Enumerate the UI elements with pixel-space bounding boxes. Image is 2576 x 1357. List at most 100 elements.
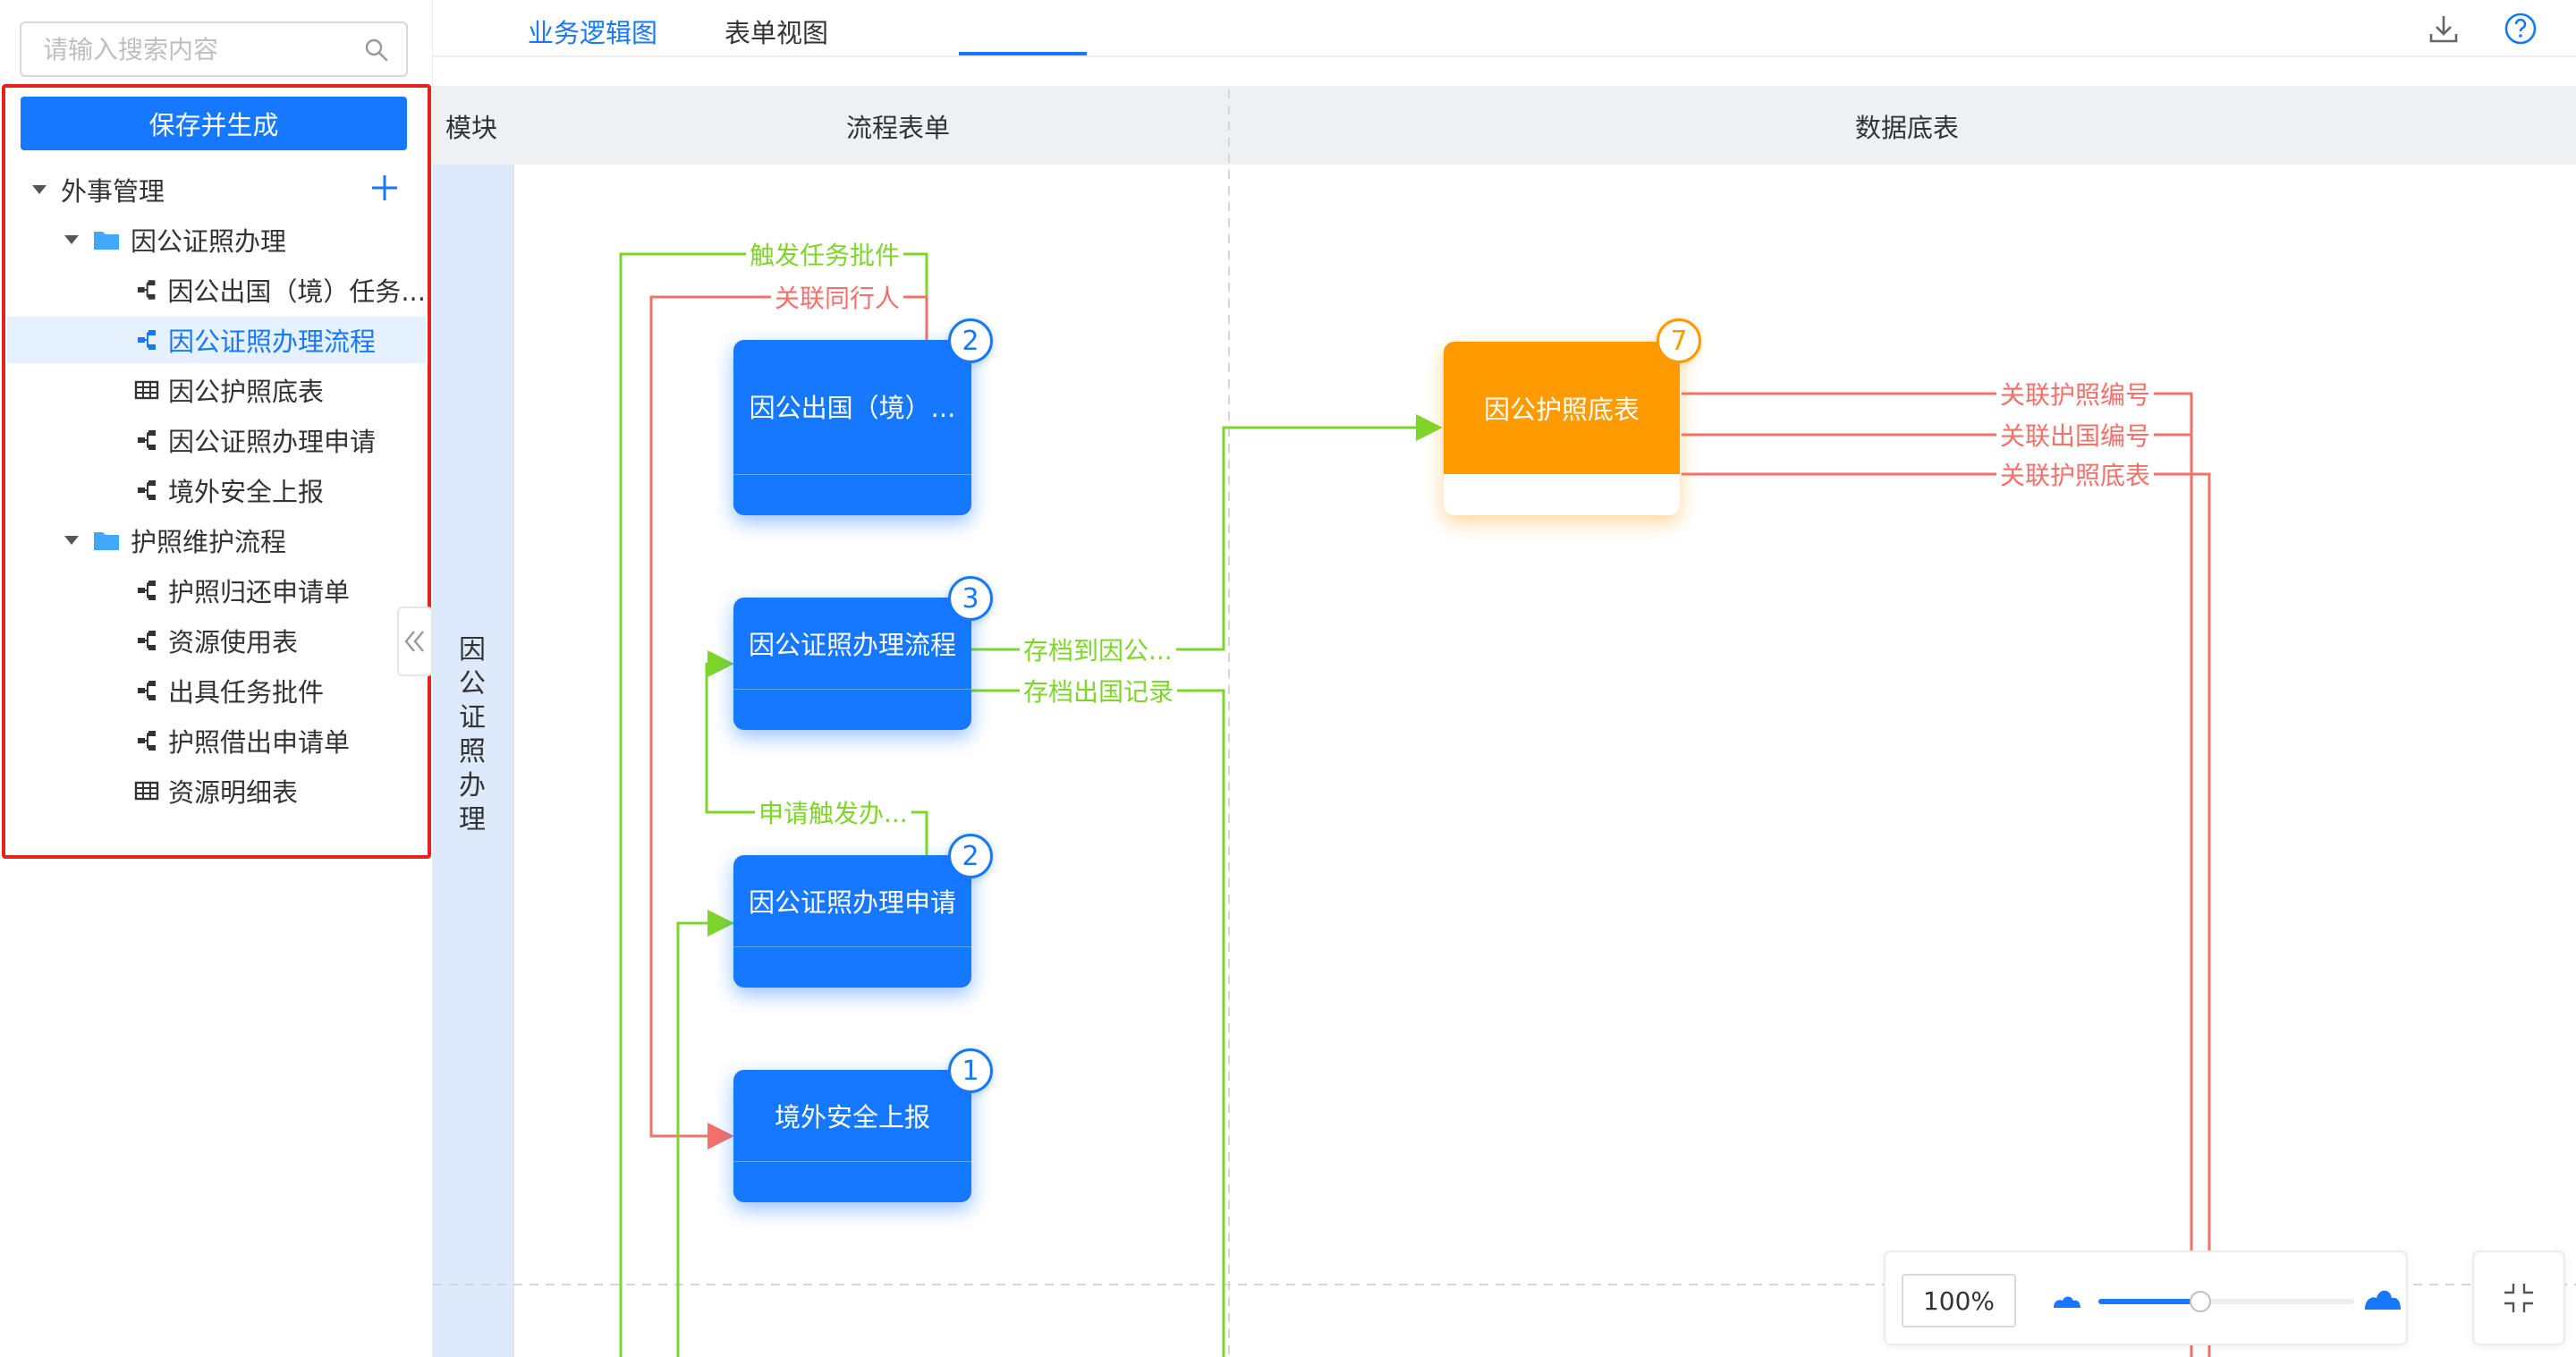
edge-archive-record bbox=[971, 689, 1225, 1357]
folder-icon bbox=[94, 232, 119, 250]
tree-item[interactable]: 护照归还申请单 bbox=[7, 567, 426, 614]
double-chevron-left-icon bbox=[404, 631, 424, 652]
plus-icon[interactable] bbox=[369, 172, 401, 204]
edge-label: 存档出国记录 bbox=[1020, 673, 1178, 708]
active-tab-indicator bbox=[959, 52, 1087, 55]
zoom-in-icon[interactable] bbox=[2363, 1281, 2402, 1313]
search-box[interactable] bbox=[20, 21, 408, 77]
tab-form-view[interactable]: 表单视图 bbox=[724, 18, 829, 48]
view-tabs: 业务逻辑图 表单视图 bbox=[433, 0, 2576, 57]
tree-item[interactable]: 护照借出申请单 bbox=[7, 717, 426, 764]
tree-item-label: 因公证照办理申请 bbox=[168, 427, 377, 457]
count-badge: 2 bbox=[948, 318, 993, 363]
edge-label: 申请触发办... bbox=[755, 794, 911, 830]
highlight-box bbox=[2, 84, 431, 859]
tree-item[interactable]: 出具任务批件 bbox=[7, 667, 426, 714]
edge-apply-down bbox=[676, 921, 733, 1357]
flow-node-title: 因公出国（境）... bbox=[749, 393, 956, 423]
download-icon[interactable] bbox=[2426, 11, 2462, 47]
sidebar: 保存并生成 外事管理 因公证照办理 因公出国（境）任务... 因公证照办理流程 … bbox=[0, 0, 433, 1357]
zoom-level-input[interactable]: 100% bbox=[1902, 1274, 2016, 1327]
table-icon bbox=[134, 781, 159, 801]
node-divider bbox=[733, 689, 971, 690]
edge-label: 关联出国编号 bbox=[1996, 417, 2155, 453]
search-icon[interactable] bbox=[363, 37, 390, 64]
tree-item-label: 资源使用表 bbox=[168, 627, 299, 657]
tree-item[interactable]: 资源明细表 bbox=[7, 768, 426, 814]
zoom-out-icon[interactable] bbox=[2052, 1288, 2082, 1311]
tree-item-label: 资源明细表 bbox=[168, 777, 299, 808]
flow-node-title: 境外安全上报 bbox=[774, 1102, 930, 1132]
fit-screen-icon bbox=[2504, 1284, 2533, 1312]
flow-icon bbox=[137, 280, 156, 300]
tree-item[interactable]: 因公出国（境）任务... bbox=[7, 267, 426, 313]
flow-node-title: 因公证照办理流程 bbox=[748, 630, 956, 660]
tree-item-label: 因公护照底表 bbox=[168, 377, 325, 407]
caret-down-icon[interactable] bbox=[32, 185, 47, 194]
tree-folder-label: 护照维护流程 bbox=[131, 527, 287, 557]
data-table-node-title: 因公护照底表 bbox=[1444, 342, 1680, 474]
tree-item[interactable]: 境外安全上报 bbox=[7, 467, 426, 513]
zoom-slider[interactable] bbox=[2098, 1291, 2354, 1312]
tree-item[interactable]: 因公护照底表 bbox=[7, 367, 426, 413]
tree-item-label: 境外安全上报 bbox=[168, 477, 325, 507]
tree-folder-label: 因公证照办理 bbox=[131, 226, 287, 257]
edge-apply-trigger bbox=[705, 650, 928, 857]
flow-node[interactable]: 境外安全上报 bbox=[733, 1070, 971, 1202]
flow-node-title: 因公证照办理申请 bbox=[748, 887, 956, 918]
tree-item-label: 因公证照办理流程 bbox=[168, 327, 377, 357]
module-lane-label: 因公证照办理 bbox=[459, 634, 486, 835]
tree-item-label: 护照借出申请单 bbox=[168, 727, 351, 758]
help-icon[interactable] bbox=[2503, 11, 2538, 47]
flow-icon bbox=[138, 430, 156, 450]
flow-icon bbox=[138, 480, 156, 500]
flow-node[interactable]: 因公证照办理申请 bbox=[733, 855, 971, 988]
edge-label: 关联同行人 bbox=[771, 279, 904, 315]
collapse-sidebar-button[interactable] bbox=[397, 606, 433, 676]
node-divider bbox=[733, 1161, 971, 1162]
edge-label: 存档到因公... bbox=[1020, 632, 1176, 667]
edge-label: 关联护照编号 bbox=[1996, 376, 2155, 411]
tree-folder-zhengzhao[interactable]: 因公证照办理 bbox=[7, 216, 426, 263]
edge-label: 关联护照底表 bbox=[1996, 456, 2155, 492]
fit-view-button[interactable] bbox=[2472, 1251, 2565, 1345]
zoom-panel: 100% bbox=[1884, 1251, 2408, 1345]
flow-icon bbox=[138, 681, 156, 700]
zoom-slider-thumb[interactable] bbox=[2190, 1291, 2212, 1312]
tree-root-label: 外事管理 bbox=[61, 176, 165, 207]
tree-folder-huzhao[interactable]: 护照维护流程 bbox=[7, 517, 426, 564]
tree-item[interactable]: 因公证照办理申请 bbox=[7, 417, 426, 463]
edge-archive-to bbox=[971, 414, 1443, 651]
column-header-flow: 流程表单 bbox=[846, 113, 951, 143]
flow-icon bbox=[138, 581, 156, 600]
tree-item-label: 出具任务批件 bbox=[168, 677, 325, 708]
table-icon bbox=[134, 380, 159, 400]
save-and-generate-button[interactable]: 保存并生成 bbox=[21, 97, 407, 150]
data-table-node[interactable]: 因公护照底表 bbox=[1444, 342, 1680, 515]
node-divider bbox=[733, 946, 971, 947]
flow-icon bbox=[138, 631, 156, 650]
column-header-data: 数据底表 bbox=[1855, 113, 1960, 143]
flow-node[interactable]: 因公出国（境）... bbox=[733, 340, 971, 515]
edge-related-passport-table bbox=[1682, 472, 2211, 1357]
column-header-module: 模块 bbox=[445, 113, 498, 143]
caret-down-icon[interactable] bbox=[64, 235, 79, 244]
count-badge: 3 bbox=[948, 576, 993, 621]
module-lane bbox=[433, 165, 513, 1357]
tree-root-waishi[interactable]: 外事管理 bbox=[7, 166, 426, 213]
tree-item-label: 因公出国（境）任务... bbox=[167, 276, 426, 307]
tree-item[interactable]: 资源使用表 bbox=[7, 617, 426, 664]
count-badge: 1 bbox=[948, 1048, 993, 1093]
tab-logic-view[interactable]: 业务逻辑图 bbox=[528, 18, 658, 48]
edge-related-passport-no bbox=[1682, 392, 2193, 1357]
flow-node[interactable]: 因公证照办理流程 bbox=[733, 598, 971, 730]
flow-icon bbox=[138, 330, 156, 350]
tree-item-selected[interactable]: 因公证照办理流程 bbox=[7, 317, 426, 363]
search-input[interactable] bbox=[21, 23, 352, 75]
count-badge: 2 bbox=[948, 834, 993, 878]
zoom-slider-fill bbox=[2098, 1299, 2201, 1304]
node-divider bbox=[733, 474, 971, 475]
caret-down-icon[interactable] bbox=[64, 536, 79, 545]
count-badge: 7 bbox=[1657, 318, 1701, 363]
